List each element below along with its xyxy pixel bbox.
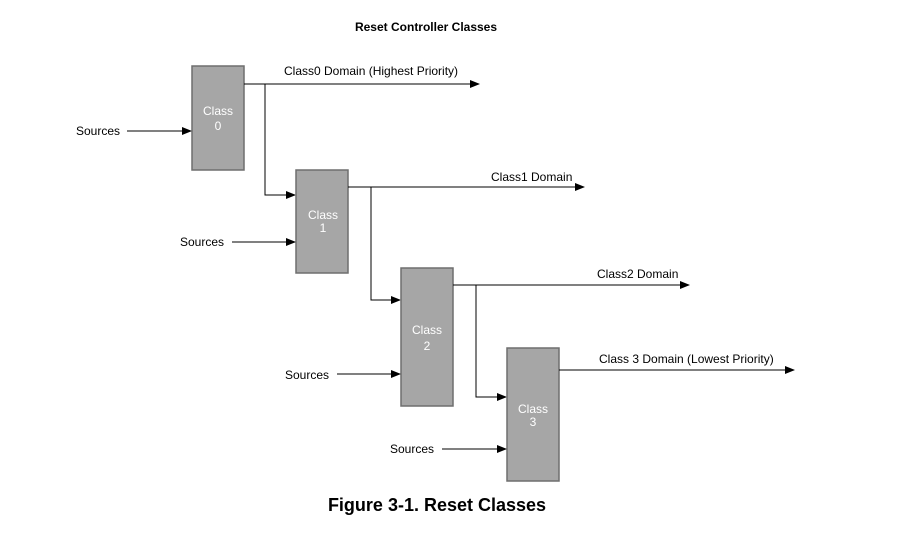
- class-1-to-class-2-connector: [370, 187, 401, 304]
- class-3-label-line2: 3: [530, 415, 537, 429]
- class-2-to-class-3-connector: [475, 285, 507, 401]
- class-0-domain-label: Class0 Domain (Highest Priority): [284, 64, 458, 78]
- class-2-domain-label: Class2 Domain: [597, 267, 678, 281]
- class-0-label-line1: Class: [203, 104, 233, 118]
- class-3-box: [506, 347, 560, 482]
- class-3-sources-label: Sources: [390, 442, 434, 456]
- class-2-sources-label: Sources: [285, 368, 329, 382]
- class-0-label-line2: 0: [215, 119, 222, 133]
- class-2-box: [400, 267, 454, 407]
- class-3-label-line1: Class: [518, 402, 548, 416]
- class-0-sources-label: Sources: [76, 124, 120, 138]
- class-1-label-line2: 1: [320, 221, 327, 235]
- class-1-box: [295, 169, 349, 274]
- figure-caption: Figure 3-1. Reset Classes: [328, 495, 546, 515]
- class-3-domain-label: Class 3 Domain (Lowest Priority): [599, 352, 774, 366]
- class-1-label-line1: Class: [308, 208, 338, 222]
- class-0-to-class-1-connector: [264, 84, 296, 199]
- class-1-domain-label: Class1 Domain: [491, 170, 572, 184]
- class-2-label-line1: Class: [412, 323, 442, 337]
- class-0-box: [191, 65, 245, 171]
- diagram-title: Reset Controller Classes: [355, 20, 497, 34]
- class-2-label-line2: 2: [424, 339, 431, 353]
- class-1-sources-label: Sources: [180, 235, 224, 249]
